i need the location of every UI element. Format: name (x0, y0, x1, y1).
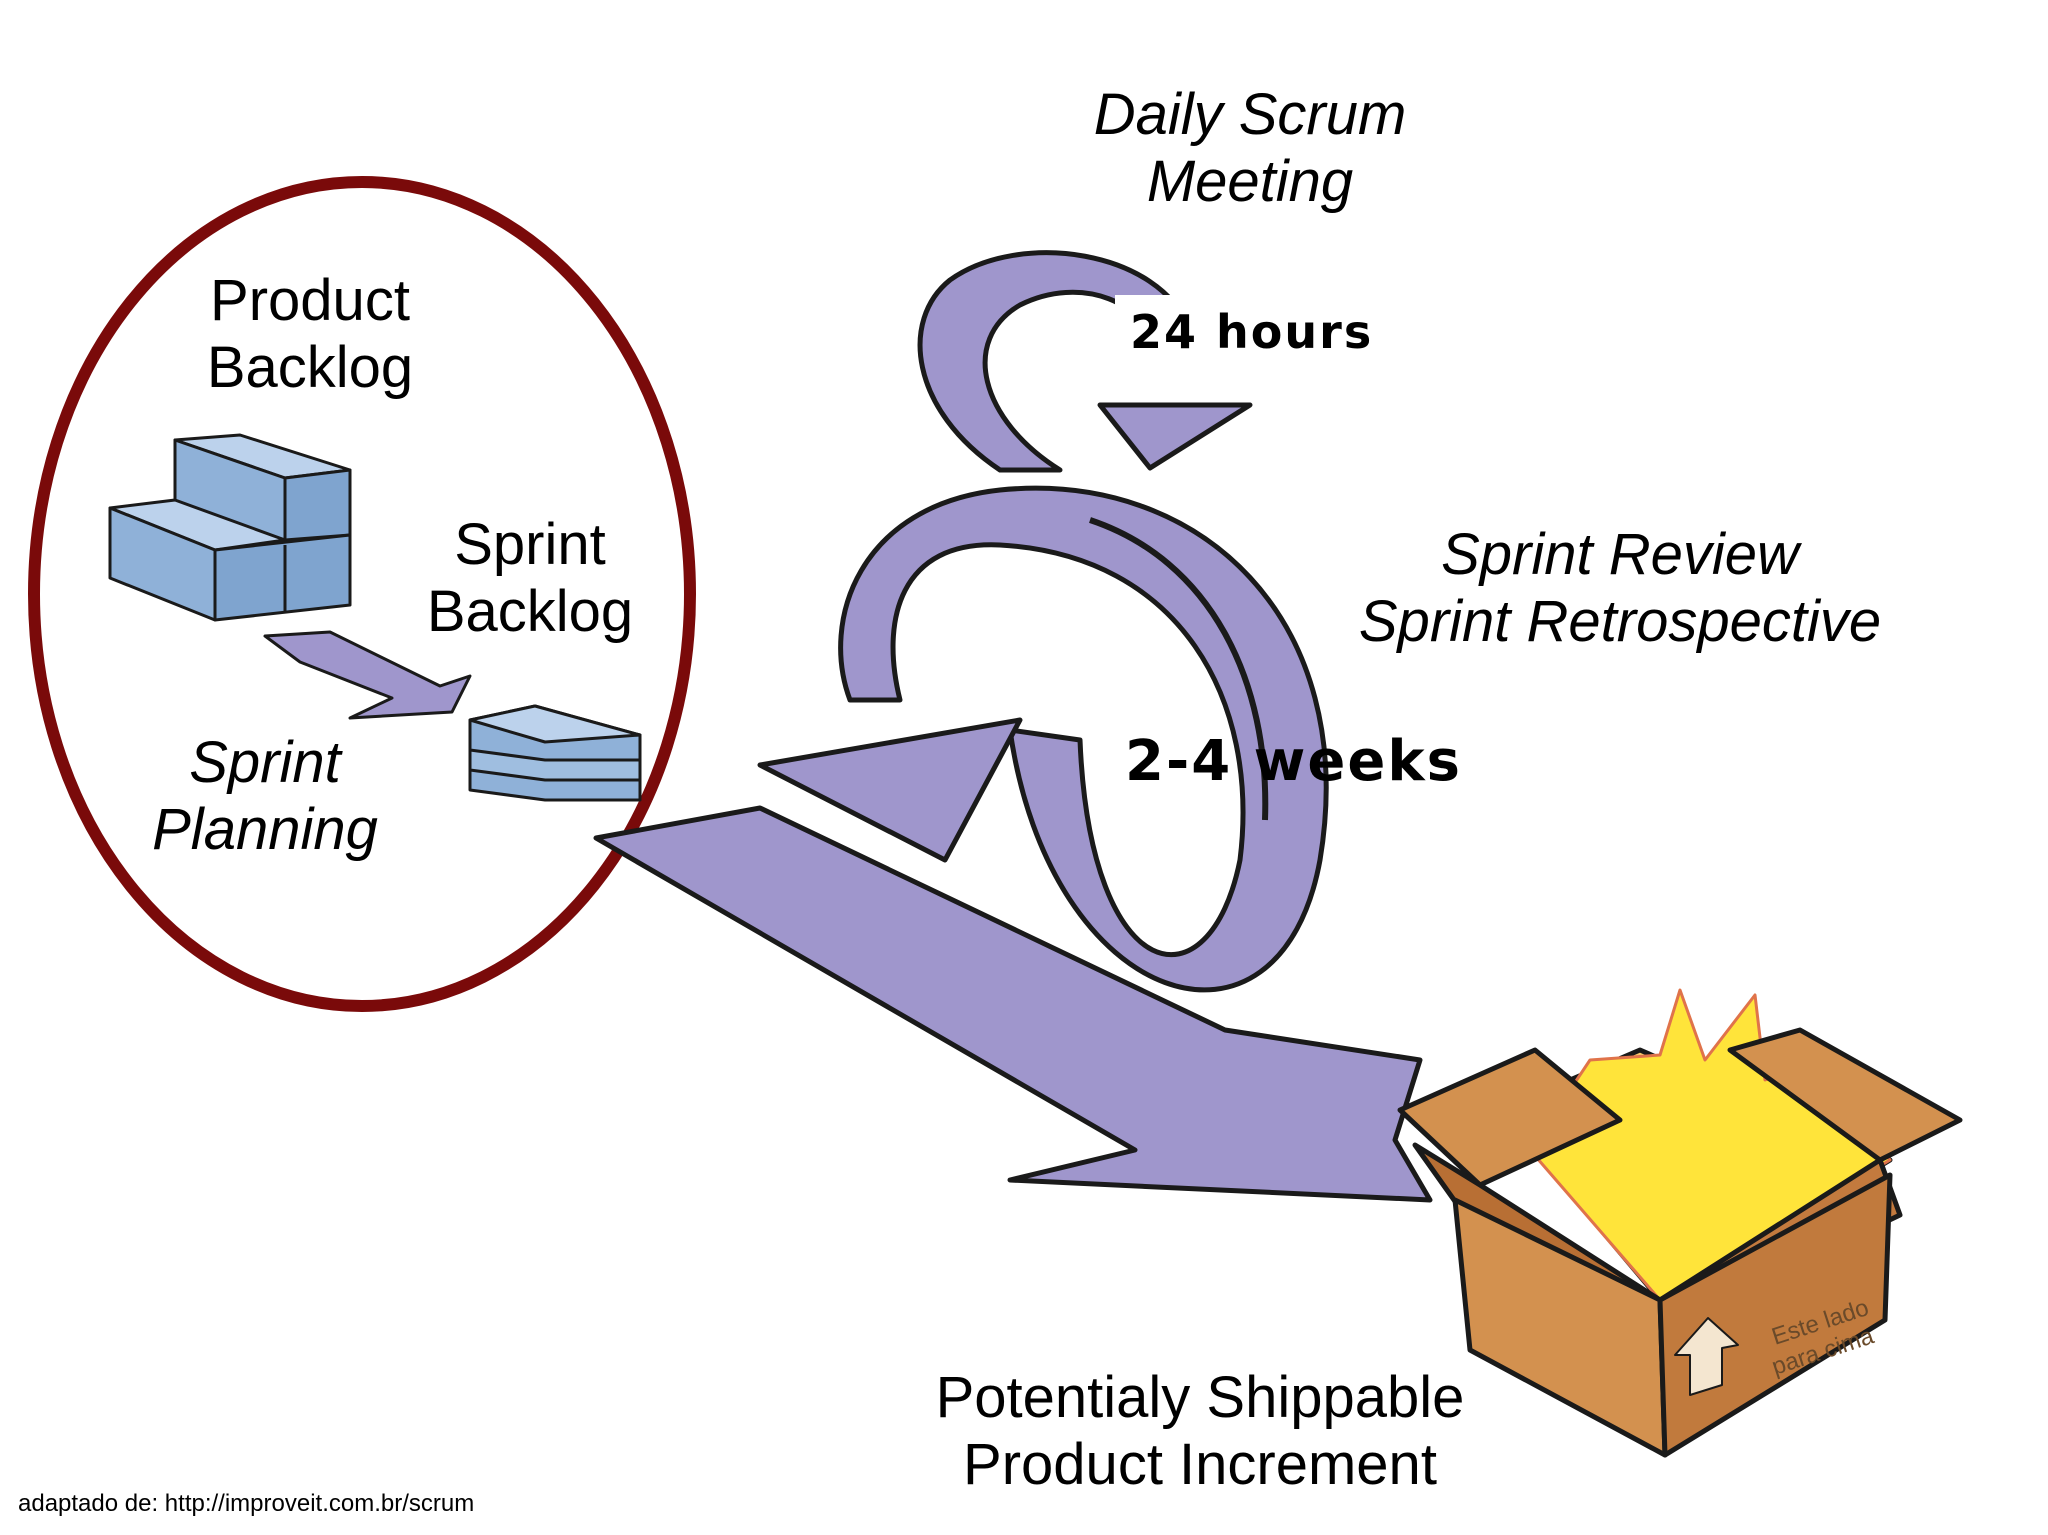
increment-line1: Potentialy Shippable (935, 1365, 1465, 1430)
sprint-review-label: Sprint Review Sprint Retrospective (1320, 522, 1920, 655)
sprint-planning-line2: Planning (152, 796, 378, 862)
product-backlog-label: Product Backlog (190, 268, 430, 401)
sprint-retrospective-line: Sprint Retrospective (1358, 588, 1882, 654)
planning-arrow (263, 630, 472, 720)
sprint-backlog-label: Sprint Backlog (410, 512, 650, 645)
credit-text: adaptado de: http://improveit.com.br/scr… (18, 1490, 475, 1517)
product-backlog-line2: Backlog (206, 334, 414, 400)
product-increment-box-icon (1397, 988, 1963, 1458)
sprint-backlog-line2: Backlog (426, 578, 634, 644)
sprint-backlog-stack-icon (468, 704, 642, 802)
sprint-planning-label: Sprint Planning (135, 730, 395, 863)
sprint-backlog-line1: Sprint (454, 512, 606, 577)
daily-scrum-line2: Meeting (1146, 148, 1354, 214)
hours-label: 24 hours (1130, 305, 1374, 359)
increment-arrow (593, 805, 1433, 1203)
daily-scrum-line1: Daily Scrum (1093, 82, 1407, 147)
sprint-loop-arrow (757, 485, 1329, 993)
planning-circle (28, 176, 696, 1012)
sprint-planning-line1: Sprint (189, 730, 341, 795)
sprint-review-line: Sprint Review (1441, 522, 1799, 587)
weeks-label: 2-4 weeks (1125, 729, 1462, 794)
daily-loop-arrow (917, 250, 1400, 473)
increment-line2: Product Increment (963, 1431, 1437, 1497)
product-backlog-blocks-icon (108, 433, 352, 622)
daily-scrum-label: Daily Scrum Meeting (1060, 82, 1440, 215)
product-backlog-line1: Product (210, 268, 410, 333)
increment-label: Potentialy Shippable Product Increment (900, 1365, 1500, 1498)
